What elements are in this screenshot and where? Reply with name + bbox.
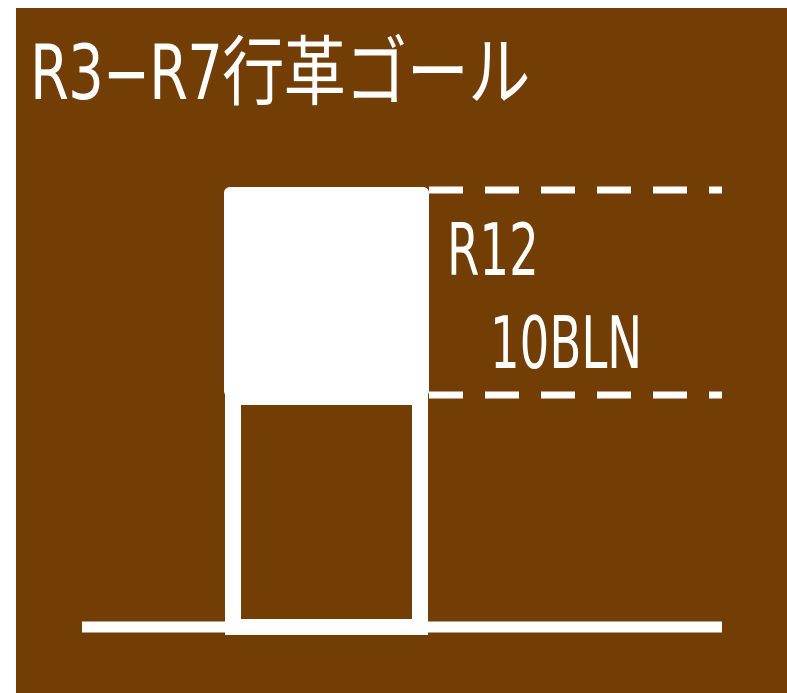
size-label: 10BLN	[490, 301, 643, 385]
base-block	[225, 389, 428, 635]
sign-title: R3−R7行革ゴール	[30, 28, 530, 117]
route-label: R12	[447, 208, 539, 292]
target-block	[224, 187, 429, 397]
